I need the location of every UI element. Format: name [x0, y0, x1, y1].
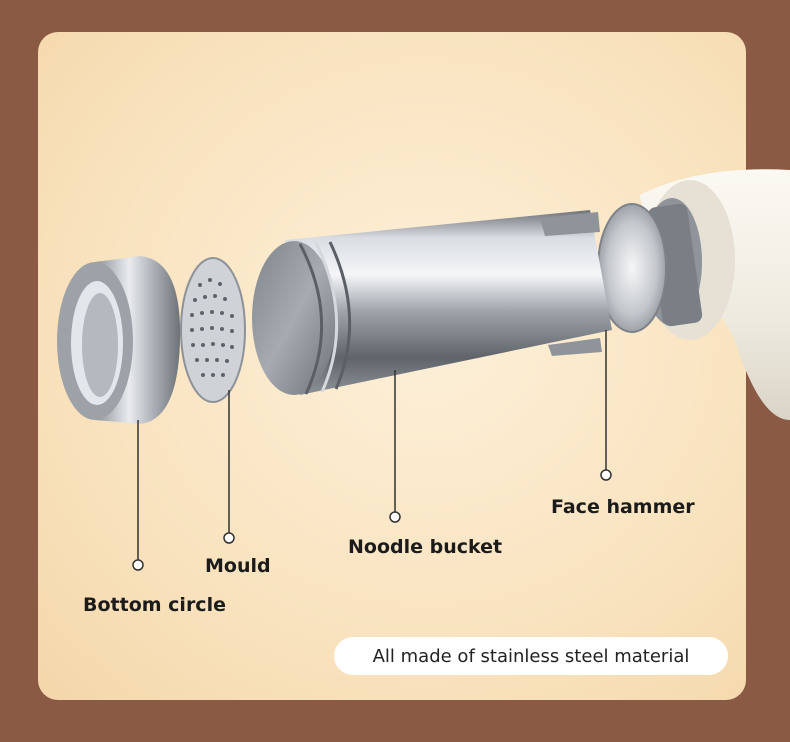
label-face-hammer: Face hammer — [551, 496, 695, 518]
machine-body — [640, 169, 790, 420]
leader-dot-face-hammer — [600, 469, 612, 481]
leader-dot-noodle-bucket — [389, 511, 401, 523]
mould-disc — [180, 257, 246, 403]
bottom-circle-ring — [57, 256, 181, 424]
noodle-bucket — [252, 210, 612, 395]
material-note-text: All made of stainless steel material — [372, 645, 690, 667]
label-noodle-bucket: Noodle bucket — [348, 536, 503, 558]
leader-dot-mould — [223, 532, 235, 544]
label-bottom-circle: Bottom circle — [83, 594, 226, 616]
material-note-badge: All made of stainless steel material — [334, 637, 728, 675]
leader-dot-bottom-circle — [132, 559, 144, 571]
label-mould: Mould — [205, 555, 271, 577]
